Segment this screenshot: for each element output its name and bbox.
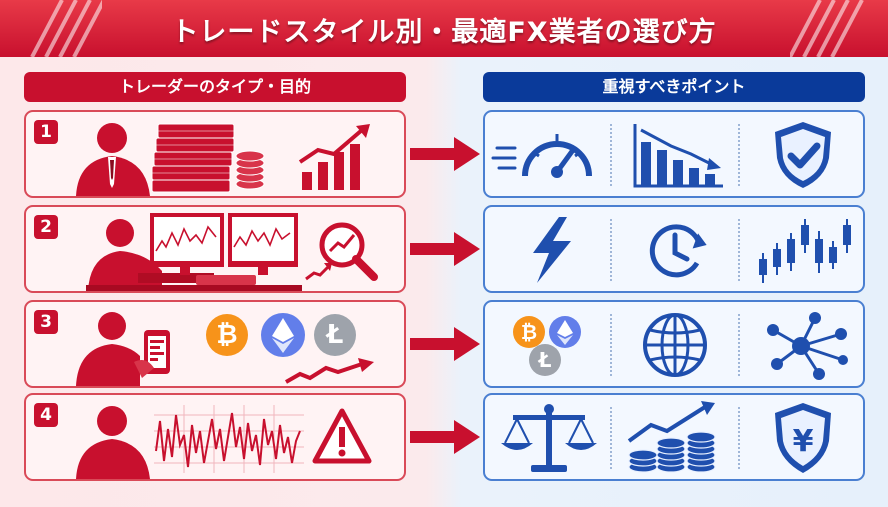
crypto-coins-icon: ₿ Ł <box>489 308 609 382</box>
banner-stripes-right <box>790 0 864 57</box>
yen-shield-icon: ¥ <box>743 401 863 475</box>
svg-text:Ł: Ł <box>538 348 552 372</box>
network-nodes-icon <box>743 308 863 382</box>
page-title: トレードスタイル別・最適FX業者の選び方 <box>171 17 717 48</box>
lightning-bolt-icon <box>489 213 609 287</box>
trader-type-row-3: 3 ₿ Ł <box>24 300 406 388</box>
right-column-header: 重視すべきポイント <box>483 72 865 102</box>
person-silhouette-icon <box>76 406 150 479</box>
growth-bar-chart-icon <box>298 124 370 190</box>
warning-triangle-icon <box>312 408 372 464</box>
divider <box>610 407 612 469</box>
row-3-arrow-icon <box>410 327 480 361</box>
divider <box>738 219 740 281</box>
divider <box>738 314 740 376</box>
key-points-row-3: ₿ Ł <box>483 300 865 388</box>
divider <box>738 124 740 186</box>
trader-type-row-2: 2 <box>24 205 406 293</box>
divider <box>610 314 612 376</box>
row-number: 3 <box>34 310 58 334</box>
bitcoin-icon: ₿ <box>206 314 248 356</box>
banner-stripes-left <box>30 0 102 57</box>
row-1-arrow-icon <box>410 137 480 171</box>
key-points-row-1 <box>483 110 865 198</box>
row-4-arrow-icon <box>410 420 480 454</box>
litecoin-icon: Ł <box>314 314 356 356</box>
growth-coins-icon <box>615 401 735 475</box>
row-2-arrow-icon <box>410 232 480 266</box>
ethereum-icon <box>261 313 305 357</box>
candlestick-chart-icon <box>743 213 863 287</box>
row-number: 2 <box>34 215 58 239</box>
divider <box>738 407 740 469</box>
row-number: 1 <box>34 120 58 144</box>
security-shield-icon <box>743 118 863 192</box>
key-points-row-4: ¥ <box>483 393 865 481</box>
svg-text:₿: ₿ <box>521 320 537 344</box>
volatile-line-chart-icon <box>154 405 304 473</box>
row-number: 4 <box>34 403 58 427</box>
divider <box>610 219 612 281</box>
key-points-row-2 <box>483 205 865 293</box>
money-stack-icon <box>151 123 265 193</box>
svg-text:¥: ¥ <box>793 424 814 459</box>
magnifier-chart-icon <box>305 222 378 281</box>
businessman-icon <box>76 123 150 196</box>
person-with-smartphone-icon <box>76 312 170 386</box>
trader-at-monitors-icon <box>86 213 302 291</box>
speedometer-icon <box>489 118 609 192</box>
declining-bar-chart-icon <box>615 118 735 192</box>
balance-scale-icon <box>489 401 609 475</box>
title-banner: トレードスタイル別・最適FX業者の選び方 <box>0 0 888 57</box>
left-column-header: トレーダーのタイプ・目的 <box>24 72 406 102</box>
globe-icon <box>615 308 735 382</box>
uptrend-arrow-icon <box>285 358 374 384</box>
divider <box>610 124 612 186</box>
trader-type-row-4: 4 <box>24 393 406 481</box>
trader-type-row-1: 1 <box>24 110 406 198</box>
clock-icon <box>615 213 735 287</box>
